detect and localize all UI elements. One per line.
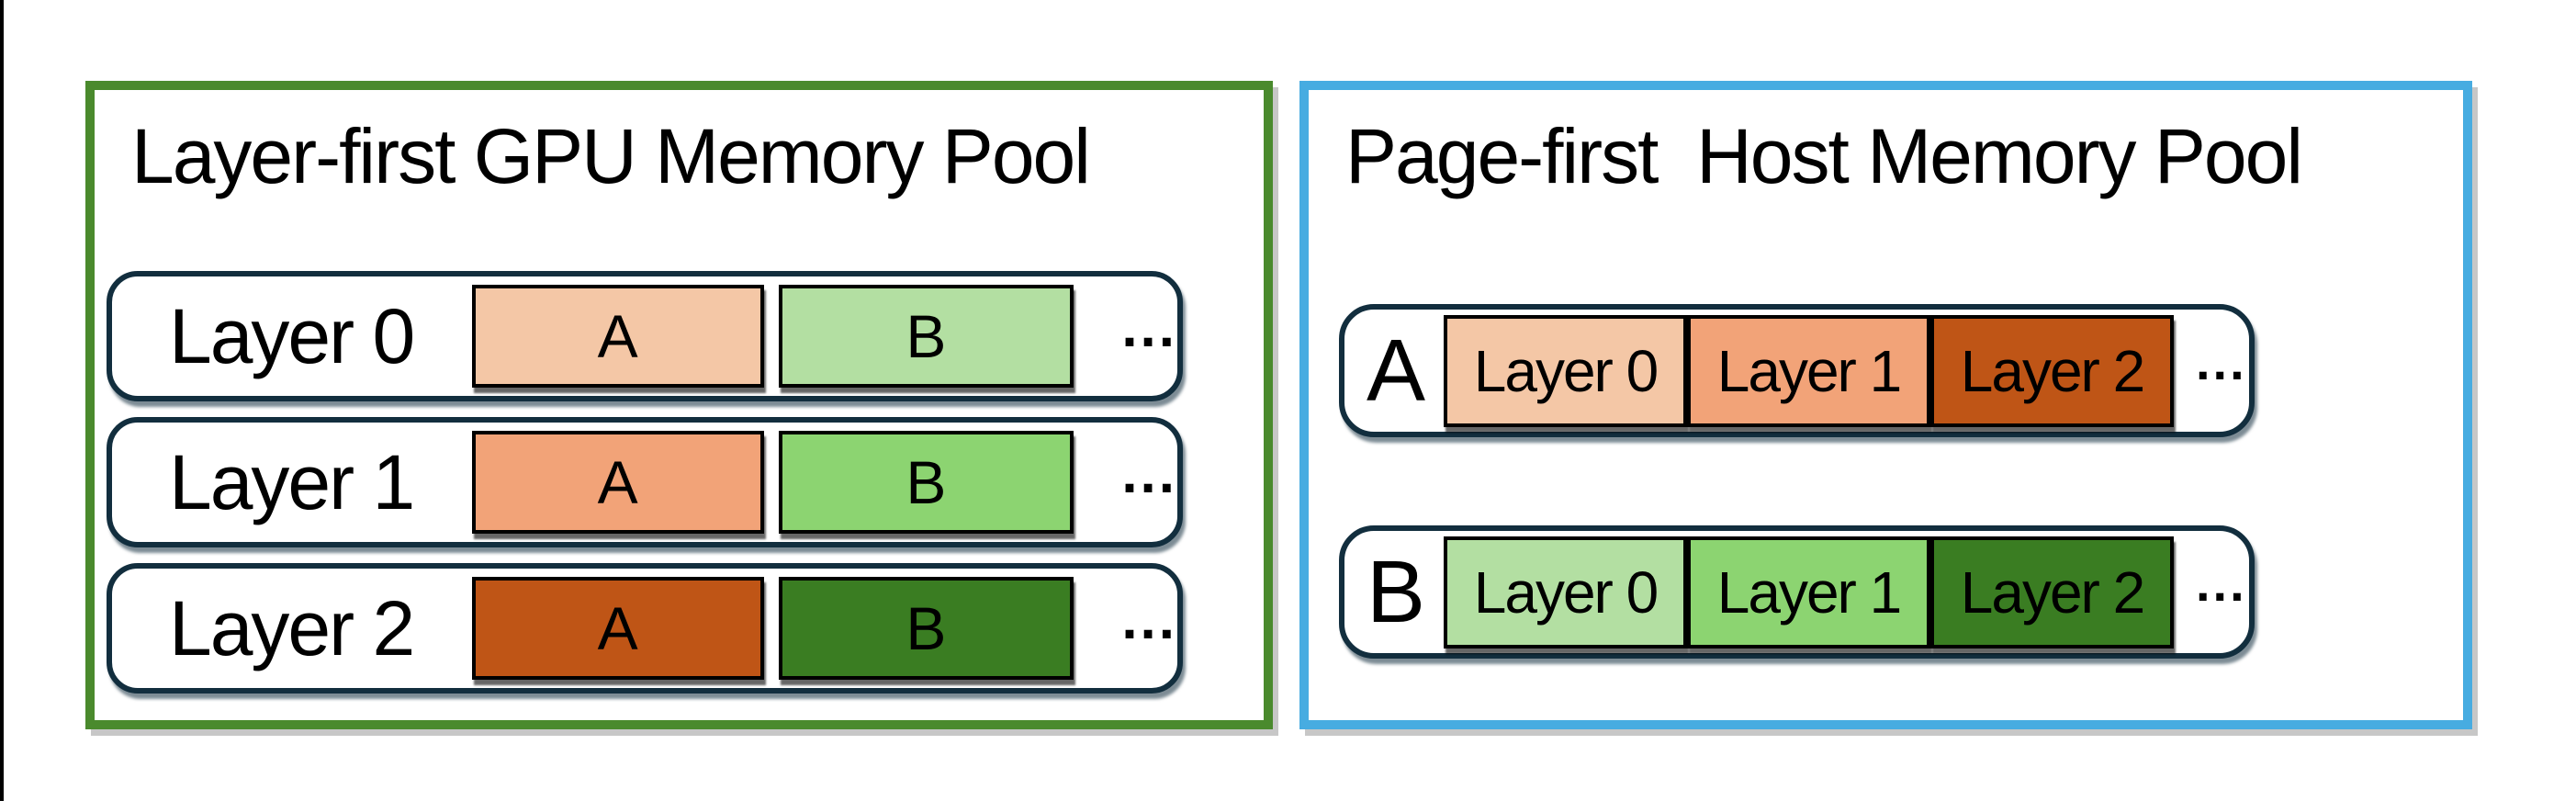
layer-1-block-a: A: [471, 431, 764, 534]
page-a-layer-0-block: Layer 0: [1444, 314, 1687, 427]
layer-0-block-a: A: [471, 285, 764, 388]
layer-0-row: Layer 0 A B ...: [107, 271, 1183, 401]
page-a-layer-1-block: Layer 1: [1687, 314, 1930, 427]
page-a-block-group: Layer 0 Layer 1 Layer 2: [1444, 314, 2174, 427]
layer-0-block-b: B: [778, 285, 1074, 388]
host-pool-title: Page-first Host Memory Pool: [1345, 113, 2303, 199]
layer-2-ellipsis: ...: [1121, 587, 1178, 651]
layer-1-row-label: Layer 1: [169, 438, 415, 525]
page-b-layer-1-block: Layer 1: [1687, 536, 1930, 648]
page-b-row-label: B: [1367, 542, 1425, 641]
layer-0-ellipsis: ...: [1121, 295, 1178, 359]
layer-2-row: Layer 2 A B ...: [107, 563, 1183, 694]
page-first-host-memory-pool-panel: Page-first Host Memory Pool A Layer 0 La…: [1299, 81, 2472, 729]
gpu-pool-rows: Layer 0 A B ... Layer 1 A B ... Layer 2 …: [107, 271, 1183, 694]
page-a-ellipsis: ...: [2196, 333, 2247, 390]
page-a-row: A Layer 0 Layer 1 Layer 2 ...: [1339, 304, 2255, 437]
gpu-pool-title: Layer-first GPU Memory Pool: [131, 113, 1091, 199]
layer-1-row: Layer 1 A B ...: [107, 417, 1183, 547]
layer-1-ellipsis: ...: [1121, 441, 1178, 505]
page-b-block-group: Layer 0 Layer 1 Layer 2: [1444, 536, 2174, 648]
layer-first-gpu-memory-pool-panel: Layer-first GPU Memory Pool Layer 0 A B …: [85, 81, 1273, 729]
page-b-layer-2-block: Layer 2: [1930, 536, 2174, 648]
page-a-row-label: A: [1367, 321, 1425, 420]
page-b-ellipsis: ...: [2196, 554, 2247, 612]
layer-0-row-label: Layer 0: [169, 292, 415, 379]
layer-2-row-label: Layer 2: [169, 584, 415, 671]
page-a-layer-2-block: Layer 2: [1930, 314, 2174, 427]
page-b-layer-0-block: Layer 0: [1444, 536, 1687, 648]
figure-left-border-line: [0, 0, 4, 801]
page-b-row: B Layer 0 Layer 1 Layer 2 ...: [1339, 525, 2255, 659]
layer-2-block-a: A: [471, 577, 764, 680]
layer-1-block-b: B: [778, 431, 1074, 534]
layer-2-block-b: B: [778, 577, 1074, 680]
